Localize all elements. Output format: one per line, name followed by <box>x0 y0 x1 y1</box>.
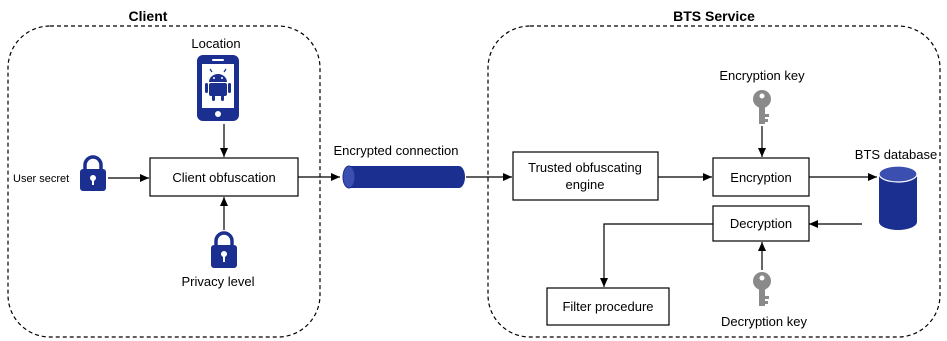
decryption-label: Decryption <box>730 216 792 231</box>
decryption-key-icon <box>753 272 771 306</box>
encryption-label: Encryption <box>730 170 791 185</box>
bts-service-group-title: BTS Service <box>673 8 755 24</box>
encryption-key-icon <box>753 90 771 124</box>
user-secret-padlock-icon <box>80 155 106 191</box>
trusted-engine-label-line2: engine <box>565 177 604 192</box>
location-label: Location <box>191 36 240 51</box>
user-secret-label: User secret <box>13 173 69 185</box>
database-cylinder-icon <box>878 165 918 230</box>
client-group-title: Client <box>129 8 168 24</box>
trusted-engine-label-line1: Trusted obfuscating <box>528 160 642 175</box>
filter-procedure-label: Filter procedure <box>562 299 653 314</box>
client-obfuscation-label: Client obfuscation <box>172 170 275 185</box>
encrypted-connection-label: Encrypted connection <box>333 143 458 158</box>
encryption-box: Encryption <box>712 157 810 197</box>
privacy-level-padlock-icon <box>211 231 237 268</box>
filter-procedure-box: Filter procedure <box>546 287 670 326</box>
privacy-level-label: Privacy level <box>182 274 255 289</box>
bts-database-label: BTS database <box>855 147 937 162</box>
client-obfuscation-box: Client obfuscation <box>149 157 299 197</box>
decryption-box: Decryption <box>712 205 810 242</box>
decryption-key-label: Decryption key <box>721 314 807 329</box>
trusted-obfuscating-engine-box: Trusted obfuscating engine <box>512 151 659 201</box>
bts-service-container <box>487 25 941 338</box>
encryption-key-label: Encryption key <box>719 68 805 83</box>
encrypted-pipe-icon <box>342 165 465 189</box>
android-phone-icon <box>197 55 239 121</box>
decryption-to-filter-arrow <box>600 223 713 287</box>
client-container <box>7 25 321 338</box>
